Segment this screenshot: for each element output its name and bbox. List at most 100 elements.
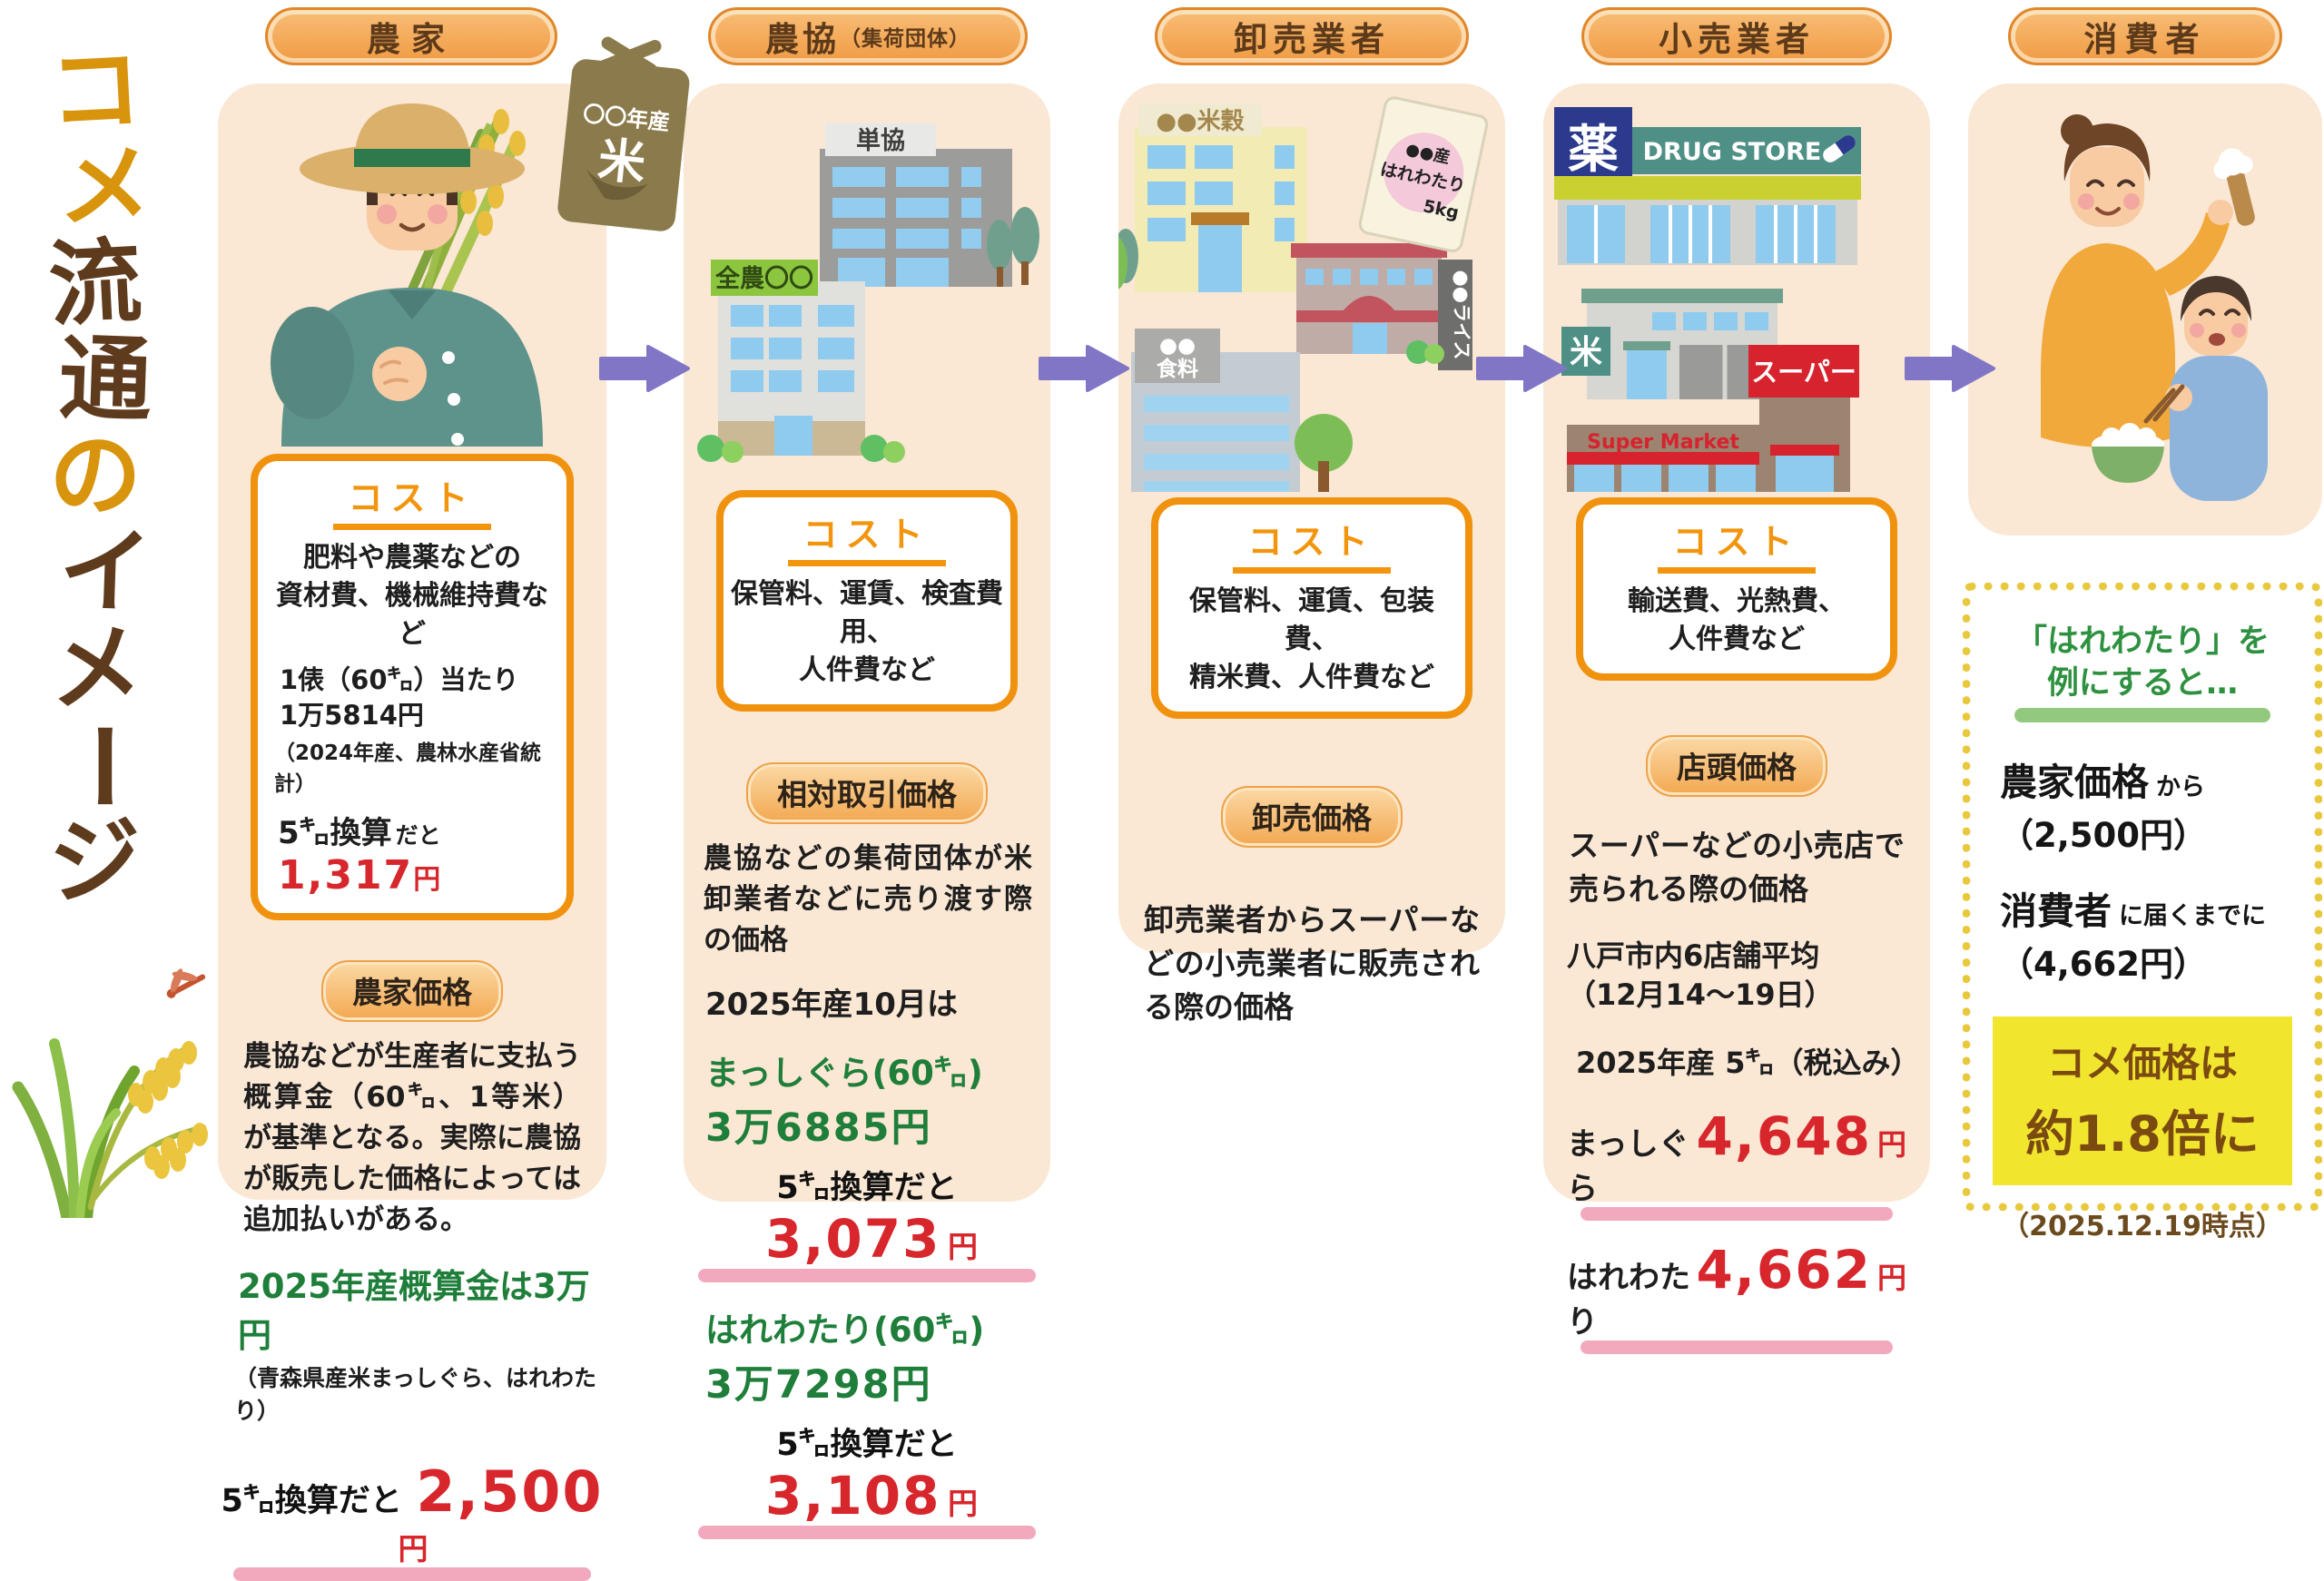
title-char: コ [45,34,145,148]
cost-title: コスト [333,470,491,530]
header-consumer: 消費者 [2008,7,2282,65]
svg-text:●●: ●● [1159,334,1196,358]
svg-text:全農〇〇: 全農〇〇 [714,264,813,293]
panel-farmer: コスト 肥料や農薬などの 資材費、機械維持費など 1俵（60㌔）当たり 1万58… [218,83,606,1581]
wholesaler-description: 卸売業者からスーパーなどの小売業者に販売される際の価格 [1144,902,1480,1025]
conv-yen: 円 [398,1530,428,1566]
cost-title: コスト [788,506,946,566]
coop-description: 農協などの集荷団体が米卸業者などに売り渡す際の価格 [704,842,1032,957]
coop-month-line: 2025年産10月は [705,986,958,1023]
cost-title: コスト [1233,514,1391,574]
header-retailer: 小売業者 [1581,7,1892,65]
shelf-price: 4,662 [1696,1239,1872,1301]
mother-figure [2040,114,2255,447]
cost-note: （2024年産、農林水産省統計） [274,741,542,797]
cost-title: コスト [1658,514,1816,574]
variety-name: はれわたり(60㌔) [705,1310,985,1350]
drug-store-icon: 薬 DRUG STORE [1554,107,1861,265]
retailer-illustration: 薬 DRUG STORE [1543,83,1930,492]
flow-arrow-icon [1039,345,1129,392]
title-char: イ [56,516,154,629]
rice-distribution-infographic: { "palette":{ "panel_bg":"#FAE7D4","head… [7,7,2322,1581]
flow-arrow-icon [599,345,690,392]
header-consumer-label: 消費者 [2083,20,2207,59]
example-row-value: （2,500円） [2000,816,2208,855]
wholesaler-building-shokuryo: ●● 食料 [1131,329,1353,492]
grain-cluster [128,1041,208,1179]
pink-underline [233,1566,591,1581]
supermarket-icon: スーパー Super Market [1567,345,1859,492]
highlight-line1: コメ価格は [2046,1041,2238,1085]
rice-bowl-icon [2092,423,2164,483]
panel-consumer [1968,83,2322,535]
shelf-yen: 円 [1876,1127,1906,1163]
conv-price: 1,317 [278,852,414,899]
panel-wholesaler: ●●米穀 ●●ラ [1118,83,1505,1025]
title-char: の [45,419,145,534]
header-retailer-label: 小売業者 [1659,20,1815,59]
title-char: 通 [56,324,154,437]
svg-text:DRUG STORE: DRUG STORE [1643,138,1822,166]
title-char: 流 [45,227,145,341]
wholesaler-illustration: ●●米穀 ●●ラ [1118,83,1505,492]
shelf-name: まっしぐら [1567,1126,1689,1208]
header-farmer-label: 農家 [367,20,456,59]
example-date-note: （2025.12.19時点） [2002,1211,2283,1242]
cost-box-retailer: コスト 輸送費、光熱費、 人件費など [1576,497,1897,681]
variety-total: 3万6885円 [705,1105,932,1151]
rice-bag-kome-label: 米 [596,133,648,191]
shelf-price-harewatari: はれわたり 4,662 円 [1567,1239,1906,1355]
farmer-illustration [218,83,606,447]
example-highlight: コメ価格は 約1.8倍に [1993,1016,2292,1185]
coop-building-zennoh: 全農〇〇 [697,260,905,463]
example-row-value: （4,662円） [2000,945,2208,984]
flow-arrow-icon [1476,345,1567,392]
wholesaler-building-beikoku: ●●米穀 [1118,103,1307,292]
cost-text: 保管料、運賃、包装費、 精米費、人件費など [1189,585,1434,693]
conv-label: 5㌔換算だと [221,1482,402,1519]
shelf-yen: 円 [1876,1261,1906,1296]
panel-retailer: 薬 DRUG STORE [1543,83,1930,1355]
svg-text:食料: 食料 [1157,357,1198,381]
header-coop-sublabel: （集荷団体） [840,27,970,51]
retailer-description: スーパーなどの小売店で売られる際の価格 [1569,828,1905,907]
wholesaler-building-rice: ●●ライス [1291,243,1472,370]
conv-label: 5㌔換算 [278,815,392,852]
conv-yen: 円 [413,864,441,897]
rice-shop-icon: 米 [1561,289,1783,399]
example-row-farm-price: 農家価格から [2000,751,2298,806]
rice-plant-illustration [7,935,218,1224]
farmer-price-conversion: 5㌔換算だと 2,500 円 [218,1458,606,1581]
conv-mid: だと [395,822,441,849]
variety-name: まっしぐら(60㌔) [705,1053,983,1093]
svg-text:Super Market: Super Market [1587,431,1739,454]
svg-text:米: 米 [1570,334,1602,371]
svg-text:薬: 薬 [1568,121,1619,180]
badge-store-price: 店頭価格 [1646,735,1827,797]
header-coop: 農協（集荷団体） [708,7,1028,65]
variety-total: 3万7298円 [705,1361,932,1408]
example-row-suffix: から [2156,773,2205,801]
variety-conversion: 5㌔換算だと 3,108 円 [684,1419,1050,1539]
shelf-price: 4,648 [1696,1105,1872,1168]
farmer-green-line: 2025年産概算金は3万円 [238,1266,590,1355]
conv-label: 5㌔換算だと [776,1169,958,1206]
cost-conversion: 5㌔換算だと 1,317円 [265,808,559,899]
cost-text: 肥料や農薬などの 資材費、機械維持費など [276,542,548,650]
variety-conversion: 5㌔換算だと 3,073 円 [684,1162,1050,1282]
cost-text: 保管料、運賃、検査費用、 人件費など [731,578,1003,686]
conv-price: 3,073 [764,1207,941,1270]
example-title: 「はれわたり」を 例にすると… [2014,624,2270,702]
pink-underline [698,1525,1036,1539]
svg-text:単協: 単協 [856,126,905,155]
conv-price: 3,108 [764,1464,941,1527]
header-wholesaler: 卸売業者 [1155,7,1469,65]
dragonfly-icon [166,968,206,998]
pink-underline [1580,1207,1894,1222]
page-title: コ メ 流 通 の イ メ ー ジ [24,35,176,918]
cost-box-wholesaler: コスト 保管料、運賃、包装費、 精米費、人件費など [1151,497,1472,719]
retailer-survey-note: 八戸市内6店舗平均 （12月14～19日） [1567,938,1834,1012]
example-row-consumer: 消費者に届くまでに [2000,880,2298,935]
cost-detail-line2: 1万5814円 [280,700,424,732]
coop-building-tankyo: 単協 [820,123,1039,287]
